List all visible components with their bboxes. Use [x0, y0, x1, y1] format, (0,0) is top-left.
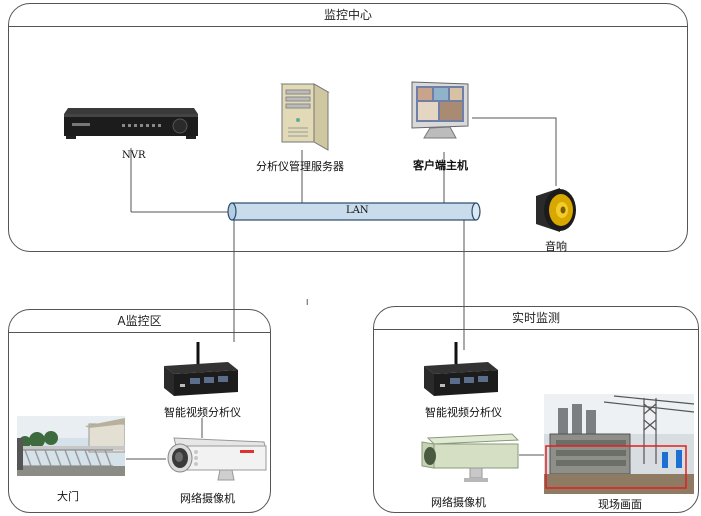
analyzer-a-icon [164, 342, 238, 396]
analyzer-rt-icon [424, 342, 498, 396]
site-view-label: 现场画面 [598, 498, 642, 511]
stray-mark: I [306, 298, 309, 307]
camera-a-icon [167, 437, 267, 481]
camera-rt-icon [421, 433, 520, 482]
analyzer-rt-label: 智能视频分析仪 [425, 406, 502, 419]
client-monitor-icon [411, 81, 469, 139]
nvr-icon [64, 108, 198, 139]
server-icon [280, 83, 330, 151]
monitor-center-title: 监控中心 [9, 4, 687, 27]
gate-label: 大门 [57, 490, 79, 503]
lan-bus [227, 202, 481, 221]
camera-a-label: 网络摄像机 [180, 492, 235, 505]
site-view-photo [544, 394, 694, 494]
speaker-icon [536, 188, 576, 232]
realtime-title: 实时监测 [374, 307, 698, 330]
lan-label: LAN [346, 205, 369, 216]
camera-rt-label: 网络摄像机 [431, 496, 486, 509]
wire-speaker [472, 117, 557, 186]
gate-photo [17, 416, 125, 476]
analyzer-a-label: 智能视频分析仪 [164, 406, 241, 419]
area-a-title: A监控区 [9, 310, 270, 333]
server-label: 分析仪管理服务器 [256, 160, 344, 173]
speaker-label: 音响 [545, 240, 567, 253]
client-label: 客户端主机 [413, 159, 468, 172]
nvr-label: NVR [122, 150, 146, 161]
